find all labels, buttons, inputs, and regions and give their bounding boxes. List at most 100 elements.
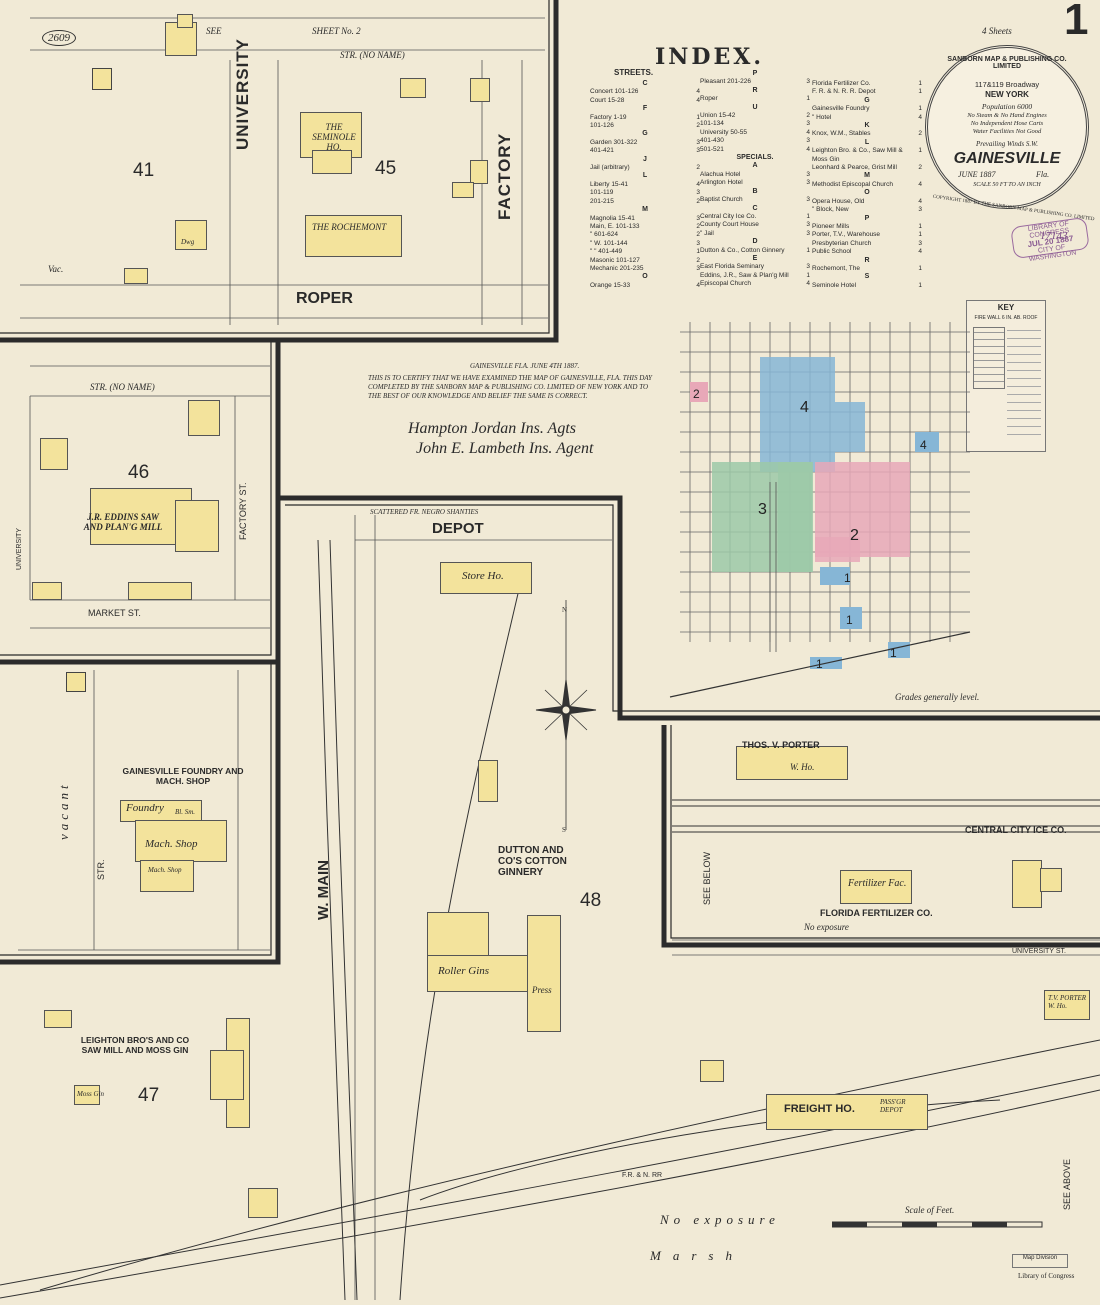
sheet-no2-label: SHEET No. 2 (312, 26, 361, 36)
street-university-st: UNIVERSITY ST. (1012, 948, 1066, 955)
building-store-ho-2 (478, 760, 498, 802)
street-factory-st: FACTORY ST. (238, 482, 248, 540)
see-above-label: SEE ABOVE (1062, 1158, 1072, 1210)
building-porter (736, 746, 848, 780)
index-letter: P (752, 70, 758, 77)
index-entry-sheet: 1 (696, 248, 700, 256)
index-letter: R (752, 86, 758, 94)
building-wh (700, 1060, 724, 1082)
building (124, 268, 148, 284)
building-mach-shop (135, 820, 227, 862)
building-moss-gin (210, 1050, 244, 1100)
index-entry-sheet: 1 (918, 264, 922, 272)
index-letter: C (642, 80, 648, 87)
street-market: MARKET ST. (88, 608, 141, 618)
building-fertilizer (840, 870, 912, 904)
publisher-city: NEW YORK (985, 90, 1029, 99)
store-ho-label: Store Ho. (462, 570, 504, 582)
str-no-name-46: STR. (NO NAME) (90, 382, 155, 392)
svg-text:4: 4 (800, 399, 809, 416)
index-entry-name: 401-430 (700, 137, 724, 145)
index-entry-name: Episcopal Church (700, 280, 751, 288)
index-entry: Leighton Bro. & Co., Saw Mill & Moss Gin… (812, 147, 922, 164)
building (400, 78, 426, 98)
index-entry-name: 101-134 (700, 120, 724, 128)
index-entry-name: Baptist Church (700, 196, 743, 204)
index-entry-sheet: 3 (806, 263, 810, 271)
signature-2: John E. Lambeth Ins. Agent (416, 440, 594, 457)
block-46: 46 (128, 462, 150, 483)
str-no-name-top: STR. (NO NAME) (340, 50, 405, 60)
publisher-seal: SANBORN MAP & PUBLISHING CO. LIMITED 117… (925, 45, 1089, 209)
index-entry-name: Presbyterian Church (812, 239, 872, 247)
eddins-label: J.R. EDDINS SAW AND PLAN'G MILL (83, 512, 163, 532)
building (177, 14, 193, 28)
foundry-label: Foundry (126, 802, 164, 814)
svg-text:1: 1 (890, 646, 897, 660)
see-label: SEE (206, 26, 222, 36)
scale-bar (832, 1221, 1043, 1228)
index-entry-name: Seminole Hotel (812, 281, 857, 289)
index-letter: C (752, 204, 758, 212)
key-swatches (973, 327, 1005, 389)
freight-label: FREIGHT HO. (784, 1103, 855, 1115)
tv-porter-label: T.V. PORTER W. Ho. (1048, 994, 1087, 1010)
index-entry-name: Gainesville Foundry (812, 105, 870, 113)
index-letter: P (864, 214, 870, 222)
publisher-name: SANBORN MAP & PUBLISHING CO. LIMITED (947, 56, 1067, 70)
no-exposure-bottom: No exposure (660, 1212, 780, 1227)
index-entry-sheet: 2 (918, 130, 922, 138)
index-entry-name: " Jail (700, 229, 714, 237)
index-letter: M (642, 206, 648, 214)
key-legend-lines (1007, 327, 1041, 442)
index-entry-name: 501-521 (700, 145, 724, 153)
index-entry: Concert 101-126 4 (590, 88, 700, 96)
index-entry-sheet: 4 (696, 281, 700, 289)
index-letter: G (642, 130, 648, 138)
index-entry-name: Knox, W.M., Stables (812, 130, 871, 138)
roller-gins-label: Roller Gins (438, 965, 490, 977)
seminole-label: THE SEMINOLE HO. (312, 122, 356, 152)
index-entry-sheet: 4 (696, 88, 700, 96)
florida-fertilizer-label: FLORIDA FERTILIZER CO. (820, 908, 933, 918)
index-entry-name: Jail (arbitrary) (590, 164, 630, 172)
index-entry-name: Concert 101-126 (590, 88, 639, 96)
index-entry-sheet: 1 (696, 113, 700, 121)
index-entry-sheet: 3 (696, 214, 700, 222)
index-entry-name: Leighton Bro. & Co., Saw Mill & Moss Gin (812, 147, 903, 163)
ref-code: 2609 (42, 30, 76, 46)
building (470, 160, 488, 184)
index-letter: M (864, 172, 870, 180)
index-entry-sheet: 4 (918, 180, 922, 188)
index-entry-name: Court 15-28 (590, 96, 625, 104)
index-entry-name: Masonic 101-127 (590, 256, 640, 264)
index-entry-sheet: 1 (918, 80, 922, 87)
building-seminole-rear (312, 150, 352, 174)
svg-text:S: S (562, 826, 566, 834)
street-factory: FACTORY (495, 132, 514, 220)
street-roper: ROPER (296, 290, 353, 307)
index-entry-name: East Florida Seminary (700, 263, 764, 271)
building (40, 438, 68, 470)
index-entry-sheet: 1 (918, 147, 922, 155)
index-entry-name: County Court House (700, 221, 759, 229)
index-letter: O (642, 273, 648, 281)
fertilizer-label: Fertilizer Fac. (848, 878, 907, 889)
